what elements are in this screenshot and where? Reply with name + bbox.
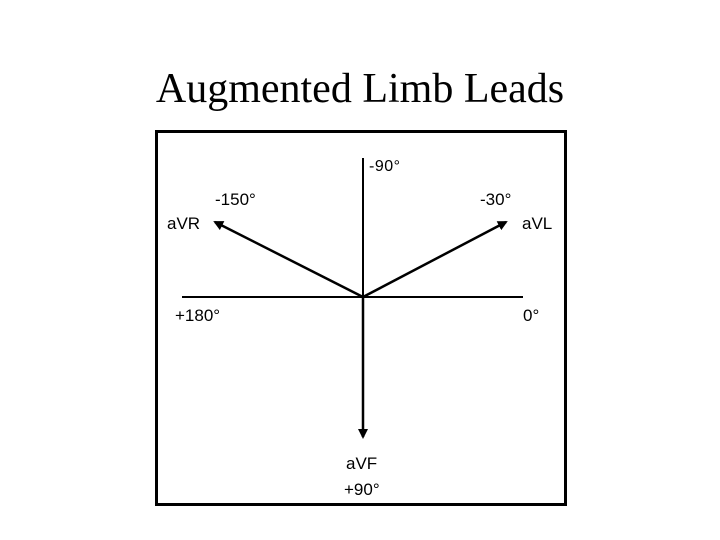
axis-drawing xyxy=(182,158,523,439)
hexaxial-diagram: -90° -150° aVR -30° aVL +180° 0° aVF +90… xyxy=(155,130,567,506)
avl-lead-label: aVL xyxy=(522,214,553,233)
avl-arrow xyxy=(362,220,508,299)
top-axis-label: -90° xyxy=(369,158,401,175)
left-axis-label: +180° xyxy=(175,306,221,325)
avr-arrow xyxy=(213,220,364,299)
right-axis-label: 0° xyxy=(523,306,540,325)
slide-title: Augmented Limb Leads xyxy=(155,66,565,112)
bottom-axis-label: +90° xyxy=(344,480,380,499)
avr-angle-label: -150° xyxy=(215,190,256,209)
avr-lead-label: aVR xyxy=(167,214,201,233)
avl-angle-label: -30° xyxy=(480,190,512,209)
avf-lead-label: aVF xyxy=(346,454,378,473)
